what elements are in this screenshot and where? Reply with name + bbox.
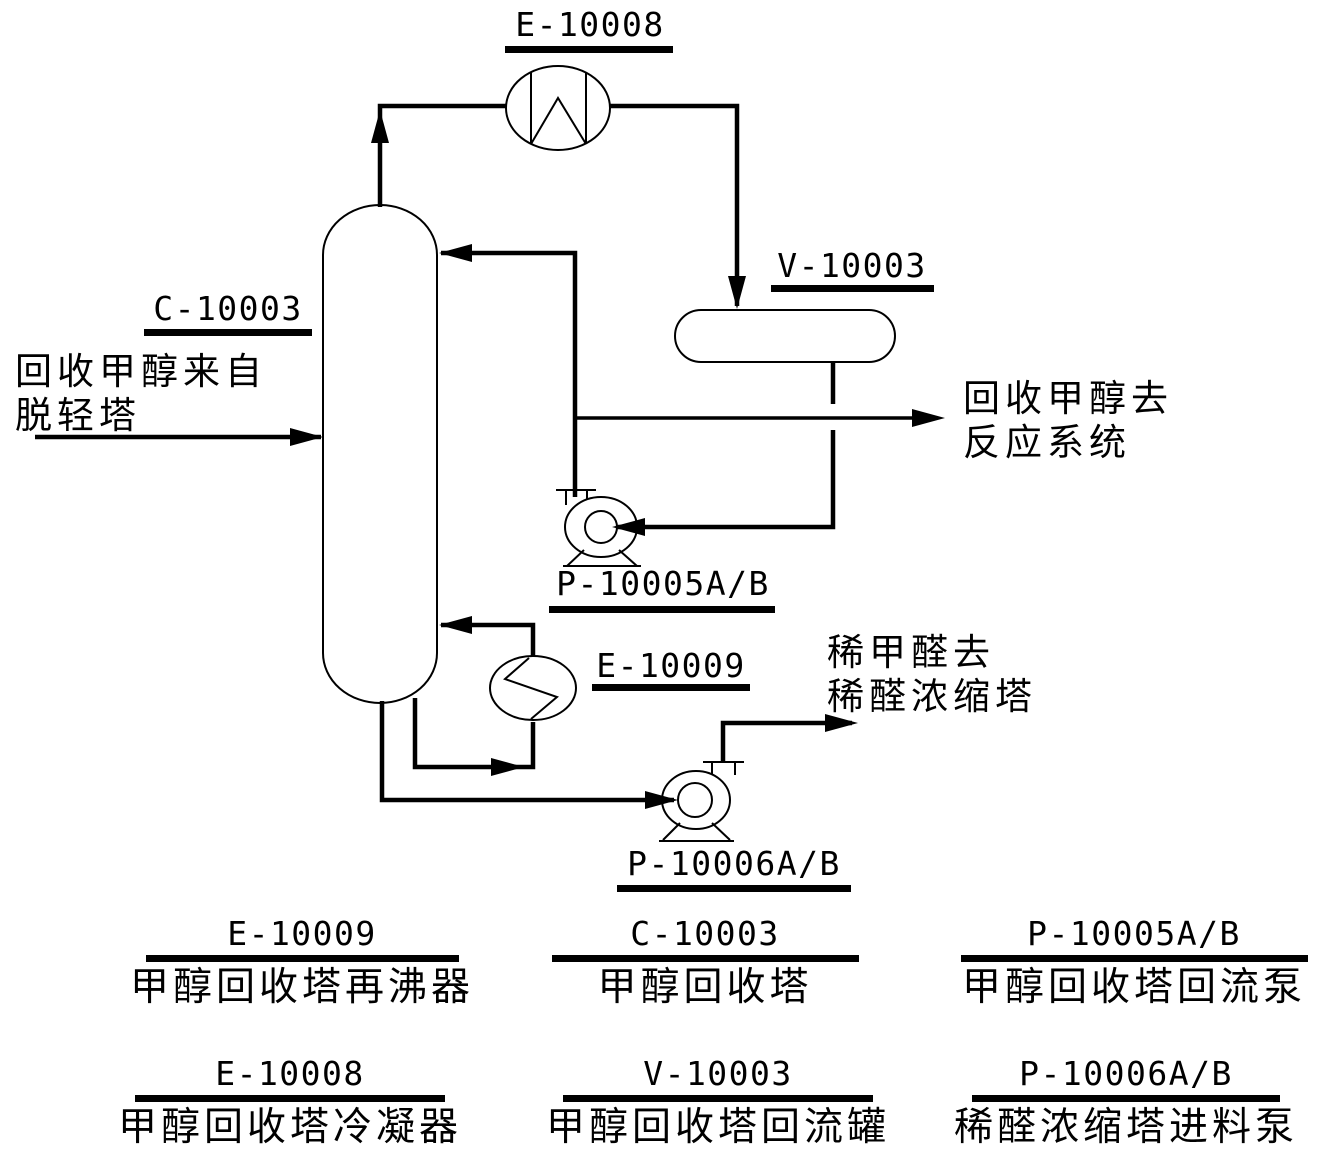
- tag-condenser-underline: [505, 46, 673, 53]
- condenser-symbol: [505, 65, 611, 151]
- pipe-dilute: [720, 720, 852, 763]
- legend-tag: E-10009: [227, 914, 377, 953]
- reflux-drum-shape: [674, 309, 896, 363]
- legend-item-reflux-pump: P-10005A/B 甲醇回收塔回流泵: [950, 917, 1318, 1010]
- stream-dilute-line2: 稀醛浓缩塔: [827, 675, 1037, 718]
- column-symbol: [322, 204, 438, 704]
- tag-reboiler: E-10009: [596, 646, 746, 685]
- legend-underline: [563, 1095, 873, 1102]
- condenser-chevron: [530, 96, 587, 145]
- legend-tag: C-10003: [630, 914, 780, 953]
- arrow-right-feed: [290, 428, 323, 446]
- legend-tag: P-10005A/B: [1027, 914, 1241, 953]
- legend-name: 甲醇回收塔再沸器: [129, 965, 474, 1010]
- arrow-left-into-pump5: [612, 518, 645, 536]
- legend-item-column: C-10003 甲醇回收塔: [542, 917, 868, 1010]
- pipe-overhead: [377, 103, 506, 207]
- flow-arrows: [290, 110, 945, 809]
- legend-underline: [135, 1095, 445, 1102]
- legend-underline: [960, 955, 1308, 962]
- stream-product-line1: 回收甲醇去: [963, 377, 1173, 420]
- tag-feed-pump-underline: [617, 885, 851, 892]
- tag-reflux-pump: P-10005A/B: [556, 564, 770, 603]
- legend-name: 甲醇回收塔回流罐: [545, 1105, 890, 1150]
- tag-condenser: E-10008: [515, 5, 665, 44]
- legend-tag: P-10006A/B: [1019, 1054, 1233, 1093]
- pipe-reflux: [441, 250, 578, 497]
- pipe-condensate: [610, 103, 740, 306]
- legend-item-condenser: E-10008 甲醇回收塔冷凝器: [108, 1057, 472, 1150]
- reboiler-zigzag: [503, 657, 559, 720]
- arrow-right-dilute: [825, 714, 858, 732]
- tag-reflux-pump-underline: [549, 606, 775, 613]
- reboiler-symbol: [489, 655, 577, 721]
- legend-name: 甲醇回收塔: [597, 965, 813, 1010]
- legend-item-reflux-drum: V-10003 甲醇回收塔回流罐: [543, 1057, 893, 1150]
- arrow-left-reboiler-return: [439, 616, 472, 634]
- stream-feed-line2: 脱轻塔: [15, 394, 141, 437]
- pipe-reboiler-return: [441, 622, 536, 657]
- arrow-right-reboiler-draw: [491, 758, 524, 776]
- pipe-drum-outlet-lower: [616, 430, 836, 530]
- legend-item-reboiler: E-10009 甲醇回收塔再沸器: [122, 917, 482, 1010]
- pipe-bottoms: [379, 701, 674, 803]
- legend-underline: [972, 1095, 1280, 1102]
- tag-reboiler-underline: [592, 684, 750, 691]
- reflux-drum-symbol: [674, 309, 896, 363]
- condenser-shell: [505, 65, 611, 151]
- column-vessel-shape: [322, 204, 438, 704]
- arrow-down-to-drum: [728, 276, 746, 309]
- process-lines: [35, 103, 938, 803]
- arrow-up-overhead: [371, 110, 389, 143]
- pipe-reboiler-draw: [412, 698, 536, 770]
- tag-reflux-drum: V-10003: [777, 246, 927, 285]
- legend-name: 甲醇回收塔冷凝器: [117, 1105, 462, 1150]
- legend-underline: [551, 955, 859, 962]
- legend-tag: E-10008: [215, 1054, 365, 1093]
- stream-feed-line1: 回收甲醇来自: [15, 350, 267, 393]
- legend-underline: [145, 955, 459, 962]
- arrow-right-into-pump6: [645, 791, 678, 809]
- tag-reflux-drum-underline: [771, 285, 934, 292]
- legend-name: 甲醇回收塔回流泵: [961, 965, 1306, 1010]
- arrow-right-product: [912, 409, 945, 427]
- reflux-pump-symbol: [556, 489, 641, 567]
- arrow-left-reflux: [439, 244, 472, 262]
- stream-dilute-line1: 稀甲醛去: [827, 631, 995, 674]
- tag-column: C-10003: [153, 289, 303, 328]
- stream-product-line2: 反应系统: [963, 421, 1131, 464]
- legend-name: 稀醛浓缩塔进料泵: [953, 1105, 1298, 1150]
- tag-feed-pump: P-10006A/B: [627, 844, 841, 883]
- feed-pump-symbol: [659, 761, 744, 842]
- legend-item-feed-pump: P-10006A/B 稀醛浓缩塔进料泵: [945, 1057, 1307, 1150]
- tag-column-underline: [144, 329, 312, 336]
- legend-tag: V-10003: [643, 1054, 793, 1093]
